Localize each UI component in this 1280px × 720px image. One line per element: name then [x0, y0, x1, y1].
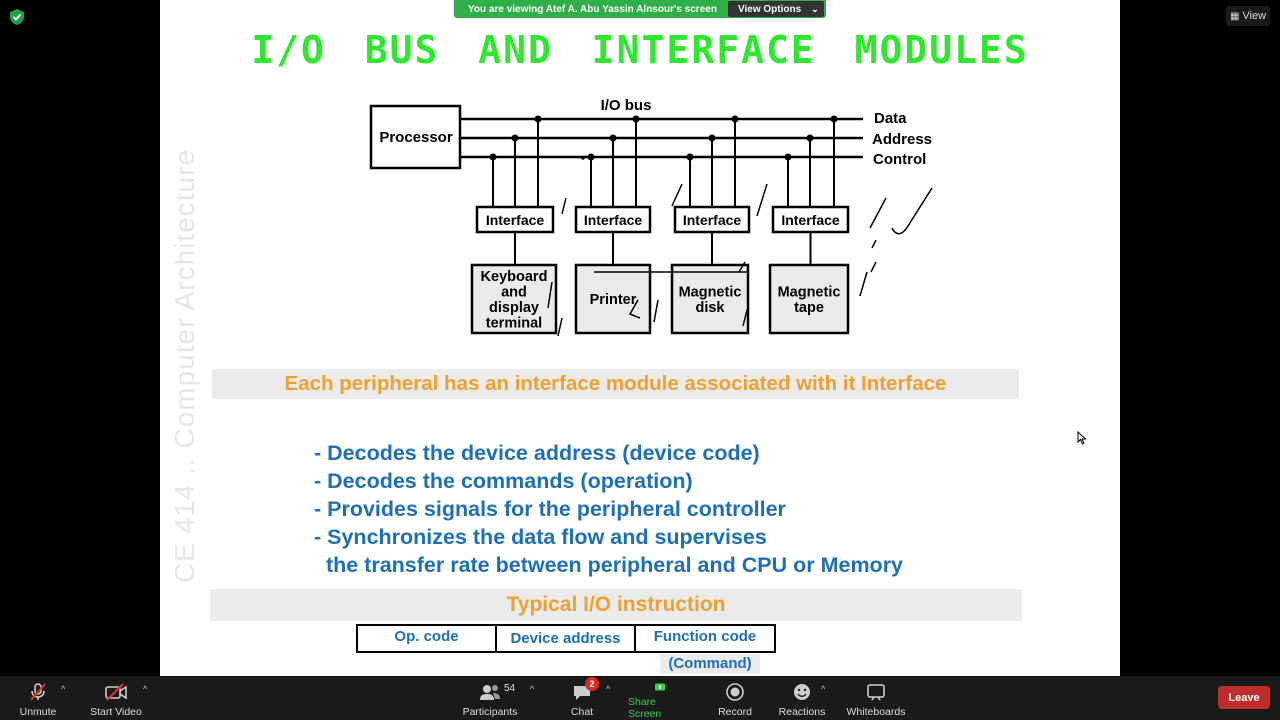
- list-item: - Synchronizes the data flow and supervi…: [314, 525, 767, 549]
- handwritten-annotations: [547, 156, 933, 337]
- address-line-label: Address: [872, 131, 932, 148]
- view-options-button[interactable]: View Options ⌄: [728, 1, 824, 17]
- security-shield-icon[interactable]: [8, 8, 26, 26]
- bus-junction-dot: [587, 153, 595, 161]
- processor-label: Processor: [379, 129, 453, 146]
- bus-junction-dot: [609, 134, 617, 142]
- io-bus-diagram: Processor I/O bus Data Address Control I…: [369, 97, 933, 337]
- chevron-down-icon: ⌄: [811, 3, 819, 14]
- chat-button[interactable]: Chat: [562, 678, 602, 720]
- whiteboards-button[interactable]: Whiteboards: [845, 678, 907, 720]
- share-screen-label: Share Screen: [628, 696, 662, 720]
- interface-label: Interface: [781, 212, 840, 228]
- bus-junction-dot: [534, 115, 542, 123]
- meeting-toolbar: Unmute ^ Start Video ^ Participants 54 ^…: [0, 676, 1280, 720]
- microphone-muted-icon: [30, 683, 46, 701]
- interface-label: Interface: [683, 212, 742, 228]
- video-off-icon: [105, 683, 127, 701]
- view-button[interactable]: ▦ View: [1226, 6, 1270, 26]
- viewing-text: You are viewing Atef A. Abu Yassin Alnso…: [468, 3, 717, 15]
- peripheral-device-label: Keyboard: [481, 269, 548, 285]
- chat-icon: [574, 686, 590, 700]
- peripheral-banner: Each peripheral has an interface module …: [212, 369, 1019, 399]
- data-line-label: Data: [874, 110, 907, 127]
- device-address-field: Device address: [497, 626, 636, 651]
- mouse-pointer-icon: [1077, 431, 1087, 445]
- peripheral-device-label: Magnetic: [679, 284, 742, 300]
- participants-button[interactable]: Participants: [460, 678, 520, 720]
- instruction-title: Typical I/O instruction: [506, 593, 726, 616]
- control-line-label: Control: [873, 151, 926, 168]
- peripheral-device-box: [470, 263, 558, 335]
- function-code-field: Function code: [653, 628, 757, 645]
- reactions-label: Reactions: [778, 706, 826, 718]
- bus-junction-dot: [511, 134, 519, 142]
- reactions-caret-icon[interactable]: ^: [821, 684, 826, 694]
- peripheral-device-box: [670, 263, 750, 335]
- command-note: (Command): [660, 654, 760, 674]
- start-video-button[interactable]: Start Video: [86, 678, 146, 720]
- peripheral-device-label: disk: [695, 300, 725, 316]
- participants-icon: [480, 685, 500, 700]
- start-video-label: Start Video: [90, 706, 142, 718]
- view-label: View: [1242, 10, 1267, 22]
- list-item: - Decodes the device address (device cod…: [314, 441, 760, 465]
- whiteboard-icon: [867, 684, 885, 701]
- peripheral-banner-text: Each peripheral has an interface module …: [284, 372, 947, 395]
- peripheral-device-label: tape: [794, 300, 824, 316]
- video-options-caret-icon[interactable]: ^: [143, 684, 148, 694]
- record-button[interactable]: Record: [715, 678, 755, 720]
- peripheral-device-label: Magnetic: [778, 284, 841, 300]
- bus-junction-dot: [632, 115, 640, 123]
- view-options-label: View Options: [738, 3, 802, 15]
- chat-caret-icon[interactable]: ^: [606, 684, 611, 694]
- peripheral-device-label: display: [489, 300, 539, 316]
- smiley-icon: [794, 684, 810, 700]
- shared-screen-area: CE 414 .. Computer Architecture I/O BUS …: [8, 0, 1270, 676]
- io-bus-label: I/O bus: [601, 97, 652, 114]
- bus-junction-dot: [830, 115, 838, 123]
- list-item: - Provides signals for the peripheral co…: [314, 497, 786, 521]
- whiteboards-label: Whiteboards: [846, 706, 906, 718]
- peripheral-device-label: terminal: [486, 315, 542, 331]
- presentation-slide: CE 414 .. Computer Architecture I/O BUS …: [160, 0, 1120, 676]
- bus-junction-dot: [806, 134, 814, 142]
- bus-junction-dot: [686, 153, 694, 161]
- peripheral-device-box: [574, 263, 652, 335]
- bus-junction-dot: [731, 115, 739, 123]
- participants-caret-icon[interactable]: ^: [530, 684, 535, 694]
- chat-badge: 2: [585, 677, 599, 691]
- interface-label: Interface: [486, 212, 545, 228]
- unmute-label: Unmute: [19, 706, 57, 718]
- participants-label: Participants: [462, 706, 518, 718]
- peripheral-device-label: and: [501, 284, 527, 300]
- peripheral-device-label: Printer: [590, 292, 637, 308]
- instruction-format-table: Op. code Device address Function code: [356, 624, 776, 653]
- list-item: the transfer rate between peripheral and…: [314, 553, 904, 577]
- interface-functions-list: - Decodes the device address (device cod…: [314, 439, 903, 579]
- chat-label: Chat: [570, 706, 594, 718]
- grid-icon: ▦: [1229, 10, 1240, 22]
- record-icon: [726, 683, 744, 701]
- record-label: Record: [718, 706, 752, 718]
- instruction-banner: Typical I/O instruction: [210, 589, 1022, 621]
- bus-junction-dot: [489, 153, 497, 161]
- reactions-button[interactable]: Reactions: [777, 678, 827, 720]
- peripheral-device-box: [768, 263, 850, 335]
- list-item: - Decodes the commands (operation): [314, 469, 693, 493]
- bus-junction-dot: [784, 153, 792, 161]
- interface-label: Interface: [584, 212, 643, 228]
- processor-box: [369, 104, 462, 170]
- leave-button[interactable]: Leave: [1218, 686, 1270, 709]
- audio-options-caret-icon[interactable]: ^: [61, 684, 66, 694]
- bus-junction-dot: [708, 134, 716, 142]
- share-screen-button[interactable]: Share Screen: [628, 678, 692, 720]
- unmute-button[interactable]: Unmute: [18, 678, 58, 720]
- screen-share-banner: You are viewing Atef A. Abu Yassin Alnso…: [454, 0, 826, 18]
- opcode-field: Op. code: [358, 626, 497, 651]
- participants-count: 54: [504, 683, 516, 694]
- slide-title: I/O BUS AND INTERFACE MODULES: [251, 28, 1029, 72]
- share-screen-icon: [655, 683, 665, 691]
